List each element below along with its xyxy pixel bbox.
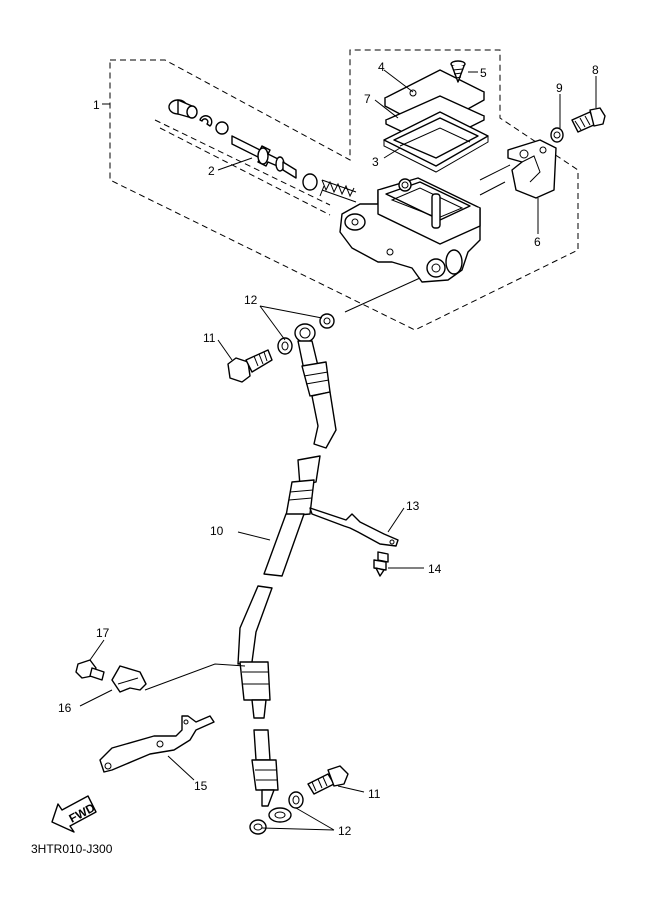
piston xyxy=(231,135,297,179)
callout-1: 1 xyxy=(93,98,100,112)
union-bolt-lower xyxy=(307,765,349,795)
callout-7: 7 xyxy=(364,92,371,106)
return-spring xyxy=(319,179,357,203)
copper-washer-lower-2-inner xyxy=(253,823,263,831)
hose-guide-bolt xyxy=(373,551,389,577)
callout-2: 2 xyxy=(208,164,215,178)
master-cylinder-body xyxy=(339,164,511,283)
callout-9: 9 xyxy=(556,81,563,95)
callout-6: 6 xyxy=(534,235,541,249)
callout-13: 13 xyxy=(406,499,420,513)
callout-10: 10 xyxy=(210,524,224,538)
callout-numbers: 1 2 3 4 5 6 7 8 9 10 11 11 12 12 13 14 1… xyxy=(58,60,599,838)
copper-washer-lower-1-inner xyxy=(292,795,300,805)
callout-4: 4 xyxy=(378,60,385,74)
copper-washer-upper-1 xyxy=(277,337,293,355)
dust-boot xyxy=(168,99,198,119)
master-cylinder-holder xyxy=(507,139,557,199)
secondary-cup xyxy=(302,173,318,191)
bracket-bolt xyxy=(75,659,105,681)
callout-8: 8 xyxy=(592,63,599,77)
washer xyxy=(215,121,229,135)
copper-washer-upper-2 xyxy=(319,313,335,329)
circlip xyxy=(199,115,213,127)
brake-hose xyxy=(237,323,337,823)
callout-15: 15 xyxy=(194,779,208,793)
callout-5: 5 xyxy=(480,66,487,80)
fwd-arrow: FWD xyxy=(51,795,98,833)
copper-washer-lower-2 xyxy=(249,819,267,835)
hose-bracket xyxy=(111,665,147,693)
callout-3: 3 xyxy=(372,155,379,169)
assembly-1-boundary xyxy=(109,49,579,331)
copper-washer-upper-1-inner xyxy=(281,341,289,351)
fwd-label: FWD xyxy=(67,800,98,825)
hose-stay xyxy=(99,715,215,773)
drawing-code: 3HTR010-J300 xyxy=(31,842,113,856)
copper-washer-upper-2-inner xyxy=(323,317,331,325)
holder-washer xyxy=(550,127,564,143)
union-bolt-upper xyxy=(227,349,273,383)
piston-kit xyxy=(154,99,357,216)
leader-lines xyxy=(79,69,597,831)
reservoir-cap-assembly xyxy=(383,60,489,173)
callout-16: 16 xyxy=(58,701,72,715)
copper-washer-lower-1 xyxy=(288,791,304,809)
cap-screw xyxy=(450,60,466,83)
hose-guide xyxy=(309,507,399,547)
callout-11-upper: 11 xyxy=(203,331,216,345)
callout-14: 14 xyxy=(428,562,442,576)
callout-17: 17 xyxy=(96,626,110,640)
callout-11-lower: 11 xyxy=(368,787,381,801)
callout-12-upper: 12 xyxy=(244,293,258,307)
holder-bolt xyxy=(571,107,606,133)
callout-12-lower: 12 xyxy=(338,824,352,838)
